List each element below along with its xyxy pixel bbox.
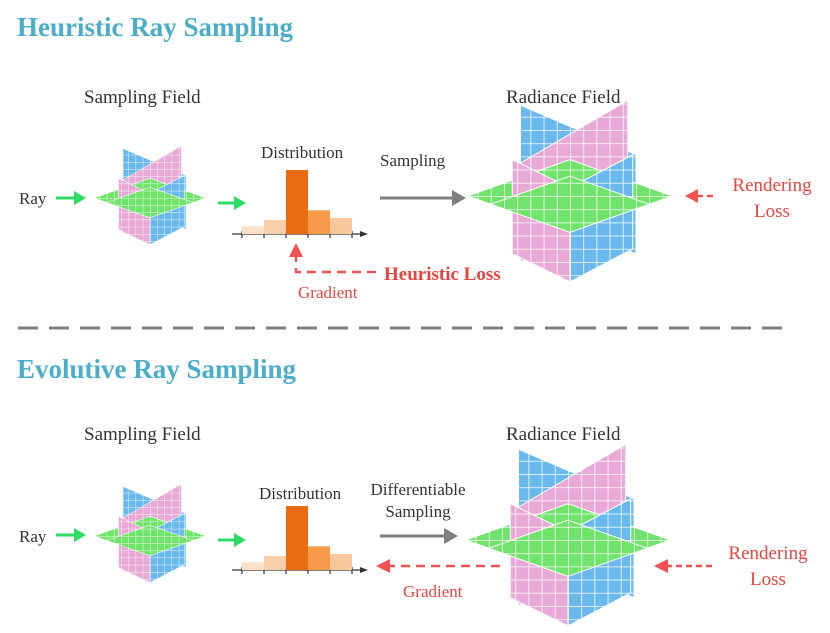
- top-radiance-field-planes: [466, 99, 674, 283]
- bottom-ray-arrow: [56, 528, 86, 542]
- histogram-bar: [286, 506, 308, 570]
- top-sampling-field-planes: [93, 145, 207, 246]
- bottom-field-to-distribution-arrow: [218, 533, 246, 547]
- bottom-gradient-arrow: [376, 559, 500, 573]
- top-sampling-label: Sampling: [380, 151, 446, 170]
- histogram-bar: [330, 554, 352, 570]
- histogram-bar: [330, 218, 352, 234]
- evolutive-heading: Evolutive Ray Sampling: [17, 354, 297, 384]
- histogram-bar: [264, 219, 286, 234]
- heuristic-heading: Heuristic Ray Sampling: [17, 12, 294, 42]
- histogram-bar: [264, 555, 286, 570]
- bottom-sampling-field-label: Sampling Field: [84, 424, 201, 445]
- histogram-bar: [308, 546, 330, 570]
- bottom-gradient-label: Gradient: [403, 582, 463, 601]
- bottom-sampling-label: Sampling: [385, 502, 451, 521]
- histogram-axis-arrowhead: [360, 567, 368, 573]
- bottom-radiance-field-label: Radiance Field: [506, 424, 621, 445]
- top-sampling-field-label: Sampling Field: [84, 87, 201, 108]
- green-plane-front-grid: [106, 187, 194, 218]
- bottom-radiance-field-planes: [464, 443, 672, 627]
- bottom-ray-label: Ray: [19, 527, 47, 546]
- top-ray-arrow: [56, 191, 86, 205]
- tri-plane-graphic: [93, 145, 207, 246]
- tri-plane-graphic: [464, 443, 672, 627]
- heuristic-loss-gradient-arrow: [289, 243, 376, 274]
- histogram-bar: [286, 170, 308, 234]
- top-gradient-label: Gradient: [298, 283, 358, 302]
- bottom-distribution-label: Distribution: [259, 484, 342, 503]
- tri-plane-graphic: [466, 99, 674, 283]
- histogram-axis-arrowhead: [360, 231, 368, 237]
- top-ray-label: Ray: [19, 189, 47, 208]
- top-rendering-label: Rendering: [732, 175, 812, 196]
- top-sampling-arrow: [380, 190, 466, 206]
- top-radiance-field-label: Radiance Field: [506, 87, 621, 108]
- histogram-bar: [242, 562, 264, 570]
- bottom-sampling-arrow: [380, 528, 458, 544]
- bottom-loss-label: Loss: [750, 569, 786, 590]
- bottom-rendering-label: Rendering: [728, 543, 808, 564]
- top-rendering-loss-arrow: [685, 189, 713, 203]
- top-field-to-distribution-arrow: [218, 196, 246, 210]
- histogram-bar: [242, 226, 264, 234]
- differentiable-label: Differentiable: [370, 480, 466, 499]
- tri-plane-graphic: [93, 483, 207, 584]
- green-plane-front-grid: [490, 176, 650, 233]
- top-distribution-label: Distribution: [261, 143, 344, 162]
- top-distribution-histogram: [232, 170, 368, 238]
- heuristic-loss-label: Heuristic Loss: [384, 264, 501, 285]
- bottom-sampling-field-planes: [93, 483, 207, 584]
- top-loss-label: Loss: [754, 201, 790, 222]
- histogram-bar: [308, 210, 330, 234]
- bottom-distribution-histogram: [232, 506, 368, 574]
- bottom-rendering-loss-arrow: [654, 559, 712, 573]
